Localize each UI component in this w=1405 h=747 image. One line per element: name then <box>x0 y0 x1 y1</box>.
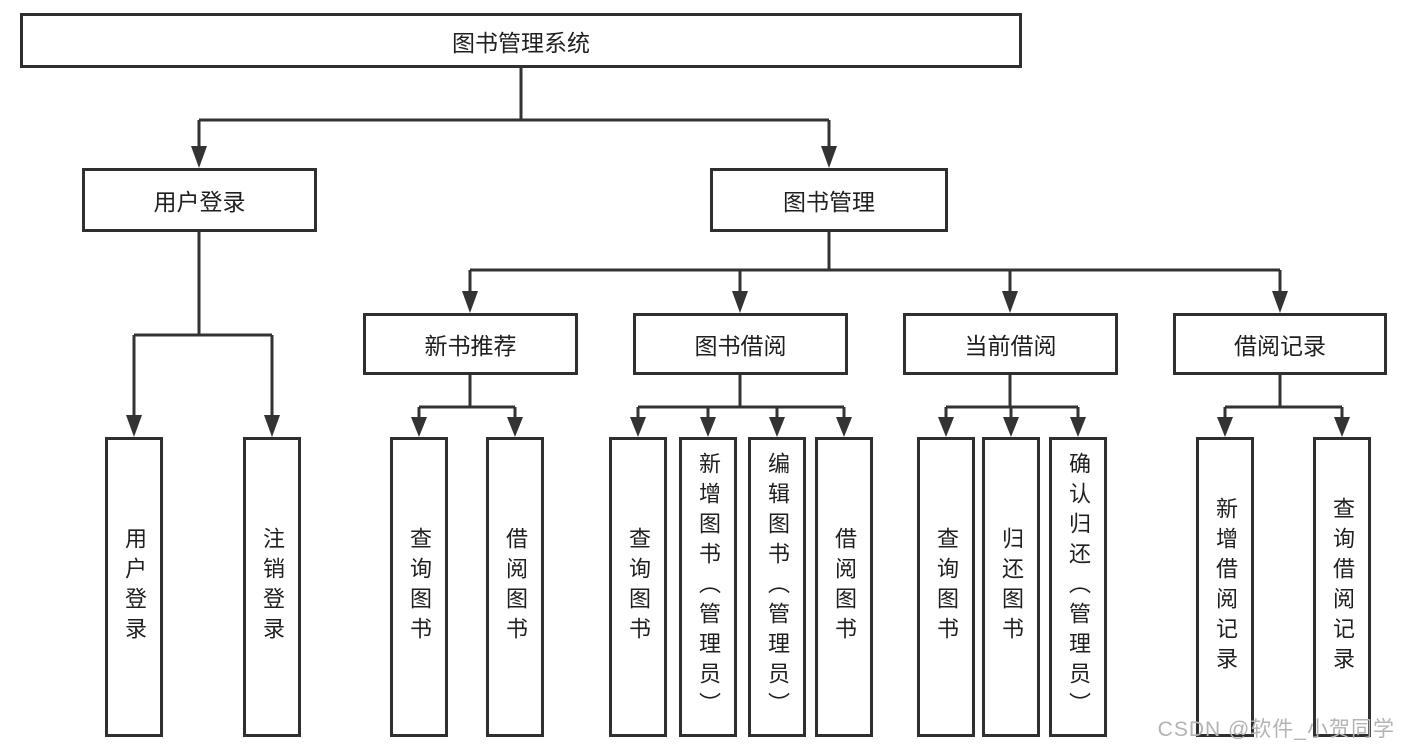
leaf-label: 查询图书 <box>934 527 959 647</box>
node-user-login: 用户登录 <box>82 168 317 232</box>
node-label: 借阅记录 <box>1234 333 1326 359</box>
node-label: 图书借阅 <box>694 333 787 359</box>
leaf-user-login: 用户登录 <box>105 437 163 737</box>
leaf-borrow-books: 借阅图书 <box>486 437 544 737</box>
leaf-label: 归还图书 <box>999 527 1024 647</box>
node-label: 用户登录 <box>153 189 246 215</box>
node-library-management-system: 图书管理系统 <box>20 13 1022 68</box>
leaf-add-borrow-record: 新增借阅记录 <box>1196 437 1254 737</box>
leaf-add-books-admin: 新增图书（管理员） <box>679 437 737 737</box>
leaf-query-books: 查询图书 <box>390 437 448 737</box>
node-label: 图书管理 <box>783 189 875 215</box>
leaf-label: 确认归还（管理员） <box>1066 452 1091 722</box>
leaf-label: 查询借阅记录 <box>1330 497 1355 677</box>
leaf-label: 查询图书 <box>626 527 651 647</box>
node-current-borrowing: 当前借阅 <box>903 313 1118 375</box>
leaf-logout: 注销登录 <box>243 437 301 737</box>
leaf-return-books: 归还图书 <box>982 437 1040 737</box>
leaf-label: 注销登录 <box>260 527 285 647</box>
leaf-label: 用户登录 <box>122 527 147 647</box>
node-new-book-recommendation: 新书推荐 <box>363 313 578 375</box>
leaf-label: 新增图书（管理员） <box>696 452 721 722</box>
node-book-borrowing: 图书借阅 <box>633 313 848 375</box>
node-label: 新书推荐 <box>424 333 517 359</box>
csdn-watermark: CSDN @软件_小贺同学 <box>1157 718 1395 741</box>
leaf-label: 新增借阅记录 <box>1213 497 1238 677</box>
node-book-management: 图书管理 <box>710 168 948 232</box>
leaf-edit-books-admin: 编辑图书（管理员） <box>748 437 806 737</box>
leaf-query-books: 查询图书 <box>609 437 667 737</box>
leaf-query-books: 查询图书 <box>917 437 975 737</box>
leaf-borrow-books: 借阅图书 <box>815 437 873 737</box>
leaf-label: 查询图书 <box>407 527 432 647</box>
node-borrowing-records: 借阅记录 <box>1173 313 1387 375</box>
node-label: 当前借阅 <box>964 333 1057 359</box>
leaf-label: 编辑图书（管理员） <box>765 452 790 722</box>
leaf-confirm-return-admin: 确认归还（管理员） <box>1049 437 1107 737</box>
leaf-label: 借阅图书 <box>503 527 528 647</box>
leaf-query-borrow-record: 查询借阅记录 <box>1313 437 1371 737</box>
node-label: 图书管理系统 <box>452 29 590 56</box>
leaf-label: 借阅图书 <box>832 527 857 647</box>
